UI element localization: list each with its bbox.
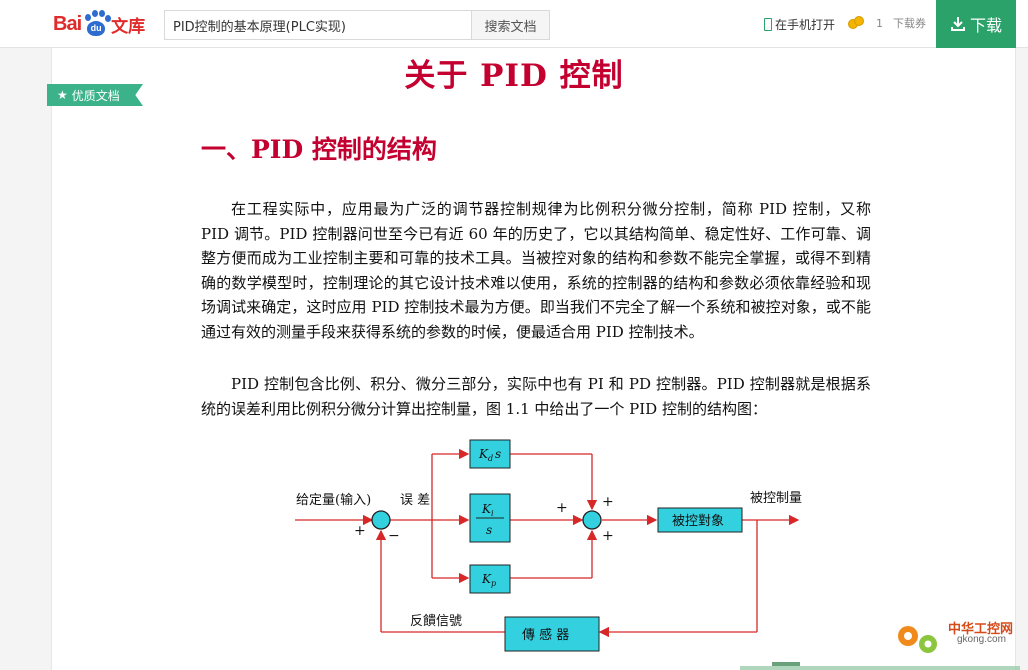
pid-block-diagram: 给定量(输入) 误 差 + − + + + K d s K i s K p 被控…	[290, 432, 810, 657]
logo-text-wenku: 文库	[111, 16, 146, 37]
plus-sign: +	[354, 523, 366, 539]
coupon-count: 1	[876, 16, 883, 30]
document-title: 关于 PID 控制	[404, 58, 624, 94]
kd-sub: d	[488, 454, 493, 463]
sensor-label: 傳 感 器	[522, 627, 569, 643]
kp-block	[469, 564, 511, 594]
coin-icon	[848, 16, 866, 30]
output-label: 被控制量	[750, 491, 802, 506]
logo-text-du: du	[90, 23, 102, 33]
watermark-text: 中华工控网	[948, 622, 1014, 637]
minus-sign: −	[388, 528, 400, 544]
summing-junction-error	[371, 510, 391, 530]
sensor-block	[504, 616, 600, 652]
coupon-label: 下载券	[893, 17, 926, 30]
input-label: 给定量(输入)	[296, 492, 371, 508]
ki-sub: i	[491, 509, 494, 518]
search-bar: 搜索文档	[164, 10, 550, 40]
open-on-phone-label: 在手机打开	[775, 18, 836, 32]
ki-k: K	[481, 502, 492, 516]
section-heading: 一、PID 控制的结构	[201, 135, 437, 164]
download-icon	[950, 17, 965, 31]
pid-diagram-svg: 给定量(输入) 误 差 + − + + + K d s K i s K p 被控…	[295, 439, 802, 652]
plant-label: 被控對象	[672, 514, 724, 529]
paw-icon: du	[82, 10, 112, 38]
document-sheet	[51, 48, 1016, 670]
star-icon: ★	[57, 88, 68, 102]
bottom-progress-track	[740, 666, 1020, 670]
summing-junction-controller	[582, 510, 602, 530]
baidu-wenku-logo[interactable]: Bai du 文库	[53, 9, 149, 39]
open-on-phone-link[interactable]: 在手机打开	[764, 16, 835, 33]
feedback-label: 反饋信號	[410, 614, 462, 629]
plant-block	[657, 507, 743, 533]
paragraph: 在工程实际中，应用最为广泛的调节器控制规律为比例积分微分控制，简称 PID 控制…	[201, 200, 871, 341]
phone-icon	[764, 18, 772, 31]
search-input[interactable]	[165, 11, 471, 39]
quality-doc-badge: ★ 优质文档	[47, 84, 143, 106]
kd-block	[469, 439, 511, 469]
ki-s: s	[486, 523, 492, 537]
plus-sign: +	[602, 494, 614, 510]
search-button[interactable]: 搜索文档	[471, 11, 549, 39]
kd-s: s	[495, 447, 501, 461]
plus-sign: +	[602, 528, 614, 544]
error-label: 误 差	[400, 493, 430, 508]
kp-k: K	[481, 572, 492, 586]
download-coupon: 1 下载券	[848, 15, 926, 31]
plus-sign: +	[556, 500, 568, 516]
gear-icon	[898, 626, 937, 653]
logo-text-bai: Bai	[53, 12, 82, 35]
paragraph: PID 控制包含比例、积分、微分三部分，实际中也有 PI 和 PD 控制器。PI…	[201, 375, 871, 418]
quality-doc-label: 优质文档	[71, 88, 120, 103]
top-bar: Bai du 文库 搜索文档 在手机打开 1 下载券	[0, 0, 1028, 48]
download-button[interactable]: 下载	[936, 0, 1016, 48]
watermark-url: gkong.com	[957, 634, 1006, 645]
download-label: 下载	[969, 16, 1002, 35]
kp-sub: p	[491, 579, 496, 588]
bottom-progress-thumb[interactable]	[772, 662, 800, 666]
kd-k: K	[478, 447, 489, 461]
